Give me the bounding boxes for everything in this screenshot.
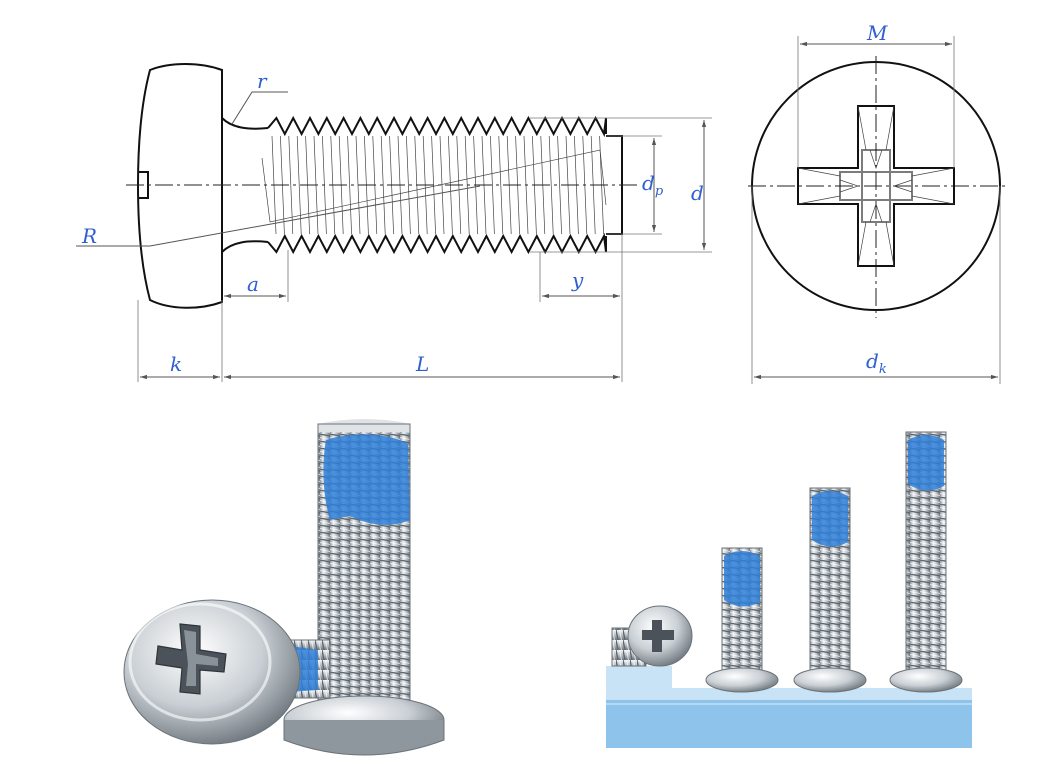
- label-L: L: [415, 352, 429, 376]
- thread-hatching: [271, 135, 604, 235]
- label-y: y: [571, 268, 584, 292]
- thread-profile-bottom: [267, 232, 607, 255]
- thread-profile-top: [267, 115, 607, 138]
- label-R: R: [81, 224, 97, 248]
- end-view-drawing: M dk: [748, 21, 1006, 384]
- photo-screw-lengths: [606, 431, 972, 748]
- label-k: k: [170, 352, 182, 376]
- label-M: M: [866, 21, 888, 45]
- photo-screws-closeup: [123, 419, 445, 756]
- platform-side: [606, 700, 972, 748]
- label-d: d: [691, 181, 704, 205]
- screw-head-front: [123, 599, 301, 745]
- standing-screw-3: [889, 431, 963, 693]
- label-r: r: [257, 69, 268, 93]
- label-a: a: [247, 272, 259, 296]
- blue-thread-patch: [323, 434, 410, 525]
- phillips-recess-small-icon: [642, 620, 674, 652]
- standing-screw-1: [705, 547, 779, 693]
- platform-top: [606, 666, 972, 704]
- screw-head-outline: [136, 63, 223, 309]
- label-dk: dk: [866, 349, 887, 377]
- label-dp: dp: [642, 171, 664, 199]
- standing-screw-2: [793, 487, 867, 693]
- side-view-drawing: r R a y k L dp d: [76, 63, 712, 382]
